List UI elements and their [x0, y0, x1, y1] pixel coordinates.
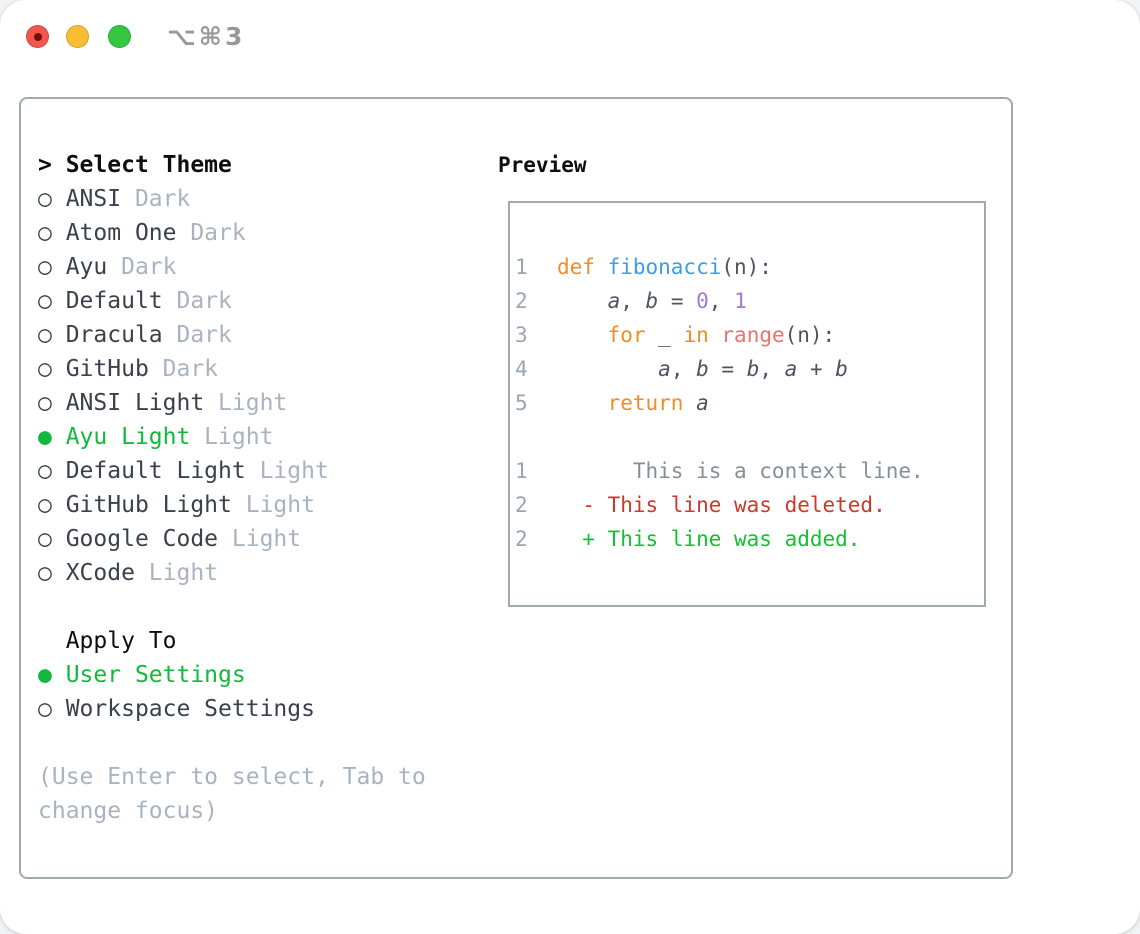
radio-icon: ○ — [38, 492, 66, 518]
theme-variant-tag: Dark — [162, 288, 232, 314]
blank-line — [515, 420, 984, 454]
radio-icon: ○ — [38, 254, 66, 280]
apply-to-label: Apply To — [38, 628, 177, 654]
select-theme-label: Select Theme — [65, 152, 232, 178]
theme-name: Default — [65, 288, 163, 314]
line-number: 1 — [515, 459, 528, 483]
radio-icon: ○ — [38, 186, 66, 212]
theme-name: ANSI Light — [65, 390, 205, 416]
theme-item-github[interactable]: ○ GitHub Dark — [38, 352, 426, 386]
theme-name: Ayu — [65, 254, 108, 280]
line-number: 2 — [515, 289, 528, 313]
theme-name: XCode — [65, 560, 135, 586]
radio-icon: ○ — [38, 696, 66, 722]
spacer-row — [38, 590, 426, 624]
theme-item-dracula[interactable]: ○ Dracula Dark — [38, 318, 426, 352]
theme-item-atom-one[interactable]: ○ Atom One Dark — [38, 216, 426, 250]
theme-variant-tag: Light — [231, 492, 315, 518]
spacer-row — [38, 726, 426, 760]
close-button[interactable] — [26, 25, 49, 48]
code-line: 5 return a — [515, 386, 984, 420]
line-number: 1 — [515, 255, 528, 279]
radio-icon: ○ — [38, 356, 66, 382]
diff-context-line: 1 This is a context line. — [515, 454, 984, 488]
theme-name: GitHub Light — [65, 492, 232, 518]
radio-icon: ○ — [38, 390, 66, 416]
radio-selected-icon: ● — [38, 424, 66, 450]
theme-variant-tag: Dark — [107, 254, 177, 280]
theme-variant-tag: Light — [190, 424, 274, 450]
titlebar: ⌥⌘3 — [0, 0, 1140, 75]
window-title: ⌥⌘3 — [167, 22, 246, 51]
theme-picker-panel: > Select Theme○ ANSI Dark○ Atom One Dark… — [19, 97, 1013, 879]
radio-icon: ○ — [38, 288, 66, 314]
preview-title: Preview — [498, 153, 587, 177]
code-line: 2 a, b = 0, 1 — [515, 284, 984, 318]
theme-name: Google Code — [65, 526, 219, 552]
radio-icon: ○ — [38, 526, 66, 552]
theme-name: Atom One — [65, 220, 177, 246]
theme-item-ayu-light[interactable]: ● Ayu Light Light — [38, 420, 426, 454]
radio-icon: ○ — [38, 560, 66, 586]
theme-name: Ayu Light — [65, 424, 191, 450]
help-text-line: change focus) — [38, 798, 219, 824]
line-number: 5 — [515, 391, 528, 415]
theme-name: ANSI — [65, 186, 122, 212]
apply-option-user-settings[interactable]: ● User Settings — [38, 658, 426, 692]
theme-name: GitHub — [65, 356, 149, 382]
help-text-line: (Use Enter to select, Tab to — [38, 764, 426, 790]
minimize-button[interactable] — [66, 25, 89, 48]
theme-item-default-light[interactable]: ○ Default Light Light — [38, 454, 426, 488]
theme-item-google-code[interactable]: ○ Google Code Light — [38, 522, 426, 556]
radio-icon: ○ — [38, 322, 66, 348]
theme-name: Dracula — [65, 322, 163, 348]
theme-variant-tag: Dark — [162, 322, 232, 348]
radio-icon: ○ — [38, 220, 66, 246]
line-number: 4 — [515, 357, 528, 381]
theme-item-default[interactable]: ○ Default Dark — [38, 284, 426, 318]
code-line: 3 for _ in range(n): — [515, 318, 984, 352]
radio-selected-icon: ● — [38, 662, 66, 688]
theme-item-xcode[interactable]: ○ XCode Light — [38, 556, 426, 590]
theme-name: Default Light — [65, 458, 246, 484]
theme-variant-tag: Light — [134, 560, 219, 586]
apply-option-label: Workspace Settings — [65, 696, 315, 722]
radio-icon: ○ — [38, 458, 66, 484]
diff-deleted-line: 2 - This line was deleted. — [515, 488, 984, 522]
apply-option-label: User Settings — [65, 662, 246, 688]
theme-item-ansi[interactable]: ○ ANSI Dark — [38, 182, 426, 216]
line-number: 2 — [515, 527, 528, 551]
code-line: 4 a, b = b, a + b — [515, 352, 984, 386]
diff-added-line: 2 + This line was added. — [515, 522, 984, 556]
line-number: 2 — [515, 493, 528, 517]
line-number: 3 — [515, 323, 528, 347]
theme-variant-tag: Dark — [148, 356, 219, 382]
theme-variant-tag: Light — [218, 526, 302, 552]
theme-item-ayu[interactable]: ○ Ayu Dark — [38, 250, 426, 284]
theme-item-ansi-light[interactable]: ○ ANSI Light Light — [38, 386, 426, 420]
apply-option-workspace-settings[interactable]: ○ Workspace Settings — [38, 692, 426, 726]
theme-item-github-light[interactable]: ○ GitHub Light Light — [38, 488, 426, 522]
apply-to-header: Apply To — [38, 624, 426, 658]
theme-variant-tag: Dark — [121, 186, 191, 212]
theme-variant-tag: Dark — [176, 220, 246, 246]
zoom-button[interactable] — [108, 25, 131, 48]
theme-variant-tag: Light — [245, 458, 329, 484]
theme-variant-tag: Light — [204, 390, 288, 416]
unsaved-dot-icon — [33, 32, 42, 41]
select-theme-header: > Select Theme — [38, 148, 426, 182]
prompt-icon: > — [38, 152, 66, 178]
theme-list: > Select Theme○ ANSI Dark○ Atom One Dark… — [38, 148, 426, 828]
